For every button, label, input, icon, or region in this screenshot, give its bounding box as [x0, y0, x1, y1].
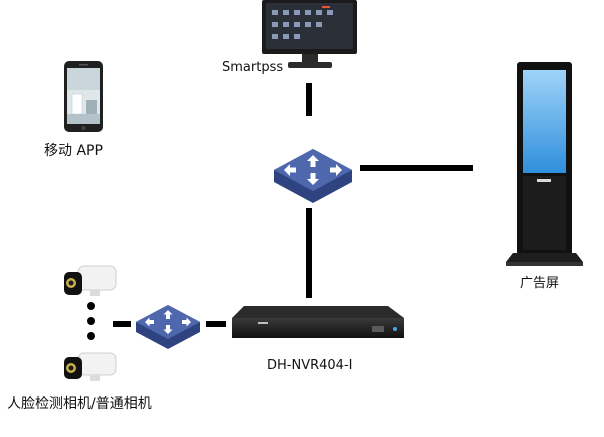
mobile-phone-icon [64, 61, 103, 132]
smartpss-monitor-icon [262, 0, 357, 68]
nvr-recorder-icon [232, 306, 404, 338]
more-cameras-dots [87, 302, 95, 340]
nvr-label: DH-NVR404-I [267, 358, 353, 373]
ad-screen-icon [506, 62, 583, 266]
cameras-label: 人脸检测相机/普通相机 [7, 396, 152, 412]
mobile-app-label: 移动 APP [44, 143, 103, 159]
bullet-camera-icon-bottom [64, 352, 117, 381]
camera-switch-icon [136, 305, 200, 349]
core-switch-icon [274, 149, 352, 203]
smartpss-label: Smartpss [222, 60, 284, 75]
connection-lines [113, 83, 473, 327]
bullet-camera-icon-top [64, 265, 117, 296]
ad-screen-label: 广告屏 [520, 276, 560, 291]
